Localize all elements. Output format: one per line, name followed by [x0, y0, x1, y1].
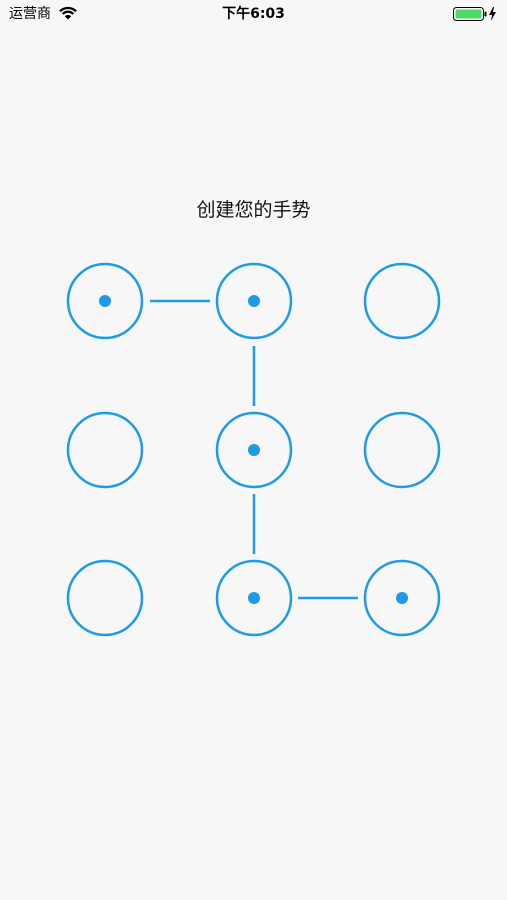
pattern-node-2[interactable]	[215, 262, 293, 340]
pattern-node-3[interactable]	[363, 262, 441, 340]
pattern-node-6[interactable]	[363, 411, 441, 489]
pattern-node-4[interactable]	[66, 411, 144, 489]
pattern-node-9[interactable]	[363, 559, 441, 637]
wifi-icon	[59, 6, 77, 20]
node-selected-dot	[248, 444, 260, 456]
node-selected-dot	[396, 592, 408, 604]
node-selected-dot	[248, 592, 260, 604]
battery-charging-icon	[453, 7, 496, 21]
pattern-node-5[interactable]	[215, 411, 293, 489]
pattern-node-1[interactable]	[66, 262, 144, 340]
pattern-node-8[interactable]	[215, 559, 293, 637]
gesture-prompt: 创建您的手势	[196, 199, 311, 221]
carrier-label: 运营商	[9, 6, 51, 22]
node-selected-dot	[99, 295, 111, 307]
status-bar: 运营商 下午6:03	[0, 0, 507, 28]
status-time: 下午6:03	[222, 6, 285, 22]
pattern-node-7[interactable]	[66, 559, 144, 637]
node-selected-dot	[248, 295, 260, 307]
pattern-connectors	[150, 299, 358, 600]
